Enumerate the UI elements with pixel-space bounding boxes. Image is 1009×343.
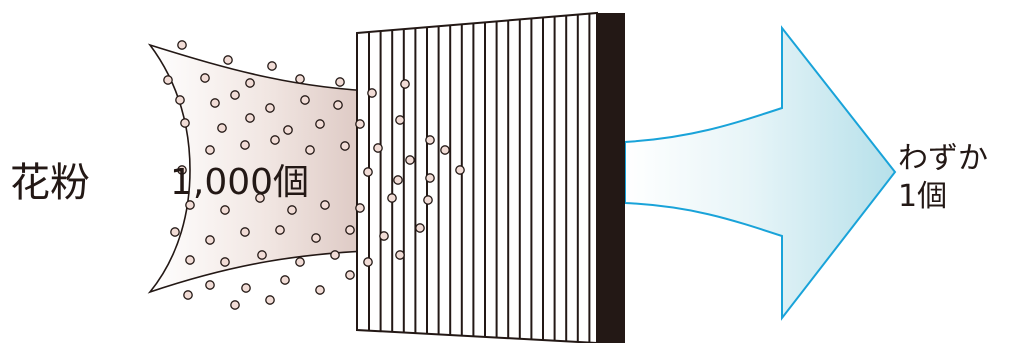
pollen-particle — [230, 90, 240, 100]
pollen-particle — [217, 123, 227, 133]
pollen-particle — [265, 295, 275, 305]
pollen-particle — [210, 98, 220, 108]
pollen-particle — [300, 95, 310, 105]
result-line-1: わずか — [898, 141, 988, 176]
pollen-particle — [295, 257, 305, 267]
filter-pleats — [368, 13, 591, 343]
pollen-particle — [245, 78, 255, 88]
pollen-particle — [405, 155, 415, 165]
pollen-particle — [333, 100, 343, 110]
pollen-particle — [170, 227, 180, 237]
pollen-particle — [245, 113, 255, 123]
pollen-particle — [395, 115, 405, 125]
pollen-particle — [363, 257, 373, 267]
pollen-particle — [335, 77, 345, 87]
pollen-particle — [315, 119, 325, 129]
pollen-particle — [363, 167, 373, 177]
pollen-particle — [223, 55, 233, 65]
pollen-particle — [373, 143, 383, 153]
pollen-particle — [320, 200, 330, 210]
pollen-particle — [400, 79, 410, 89]
filter — [356, 11, 625, 343]
pollen-particle — [205, 145, 215, 155]
pollen-particle — [345, 270, 355, 280]
pollen-particle — [311, 233, 321, 243]
pollen-particle — [185, 200, 195, 210]
pollen-particle — [240, 227, 250, 237]
pollen-particle — [163, 75, 173, 85]
outgoing-arrow — [624, 25, 897, 321]
pollen-particle — [270, 135, 280, 145]
pollen-particle — [425, 173, 435, 183]
pollen-particle — [379, 231, 389, 241]
pollen-particle — [425, 135, 435, 145]
pollen-particle — [283, 125, 293, 135]
result-label: わずか 1個 — [898, 140, 988, 216]
pollen-particle — [200, 73, 210, 83]
filter-face — [356, 11, 598, 343]
pollen-particle — [255, 193, 265, 203]
filter-side — [597, 13, 625, 343]
pollen-particle — [175, 95, 185, 105]
pollen-particle — [257, 250, 267, 260]
pollen-particle — [220, 205, 230, 215]
pollen-particle — [340, 141, 350, 151]
pollen-particle — [395, 250, 405, 260]
incoming-count-label: 1,000個 — [170, 162, 310, 203]
pollen-particle — [287, 205, 297, 215]
pollen-particle — [241, 283, 251, 293]
pollen-particle — [440, 145, 450, 155]
pollen-particle — [177, 165, 187, 175]
pollen-particle — [230, 300, 240, 310]
pollen-particle — [295, 74, 305, 84]
pollen-particle — [185, 255, 195, 265]
pollen-particle — [275, 225, 285, 235]
pollen-label: 花粉 — [10, 160, 90, 206]
pollen-particle — [355, 119, 365, 129]
pollen-particle — [305, 145, 315, 155]
pollen-particle — [205, 280, 215, 290]
pollen-particle — [183, 290, 193, 300]
pollen-particle — [315, 285, 325, 295]
pollen-particle — [330, 250, 340, 260]
pollen-particle — [455, 165, 465, 175]
pollen-particle — [423, 195, 433, 205]
pollen-particle — [393, 175, 403, 185]
pollen-particle — [267, 61, 277, 71]
pollen-particle — [177, 40, 187, 50]
pollen-particle — [205, 235, 215, 245]
pollen-particle — [265, 103, 275, 113]
pollen-particle — [180, 118, 190, 128]
pollen-particle — [415, 223, 425, 233]
pollen-particles — [163, 40, 465, 310]
result-line-2: 1個 — [898, 179, 948, 214]
pollen-particle — [220, 257, 230, 267]
pollen-particle — [387, 193, 397, 203]
pollen-particle — [240, 140, 250, 150]
pollen-particle — [345, 225, 355, 235]
pollen-particle — [280, 275, 290, 285]
pollen-particle — [355, 203, 365, 213]
pollen-particle — [367, 88, 377, 98]
